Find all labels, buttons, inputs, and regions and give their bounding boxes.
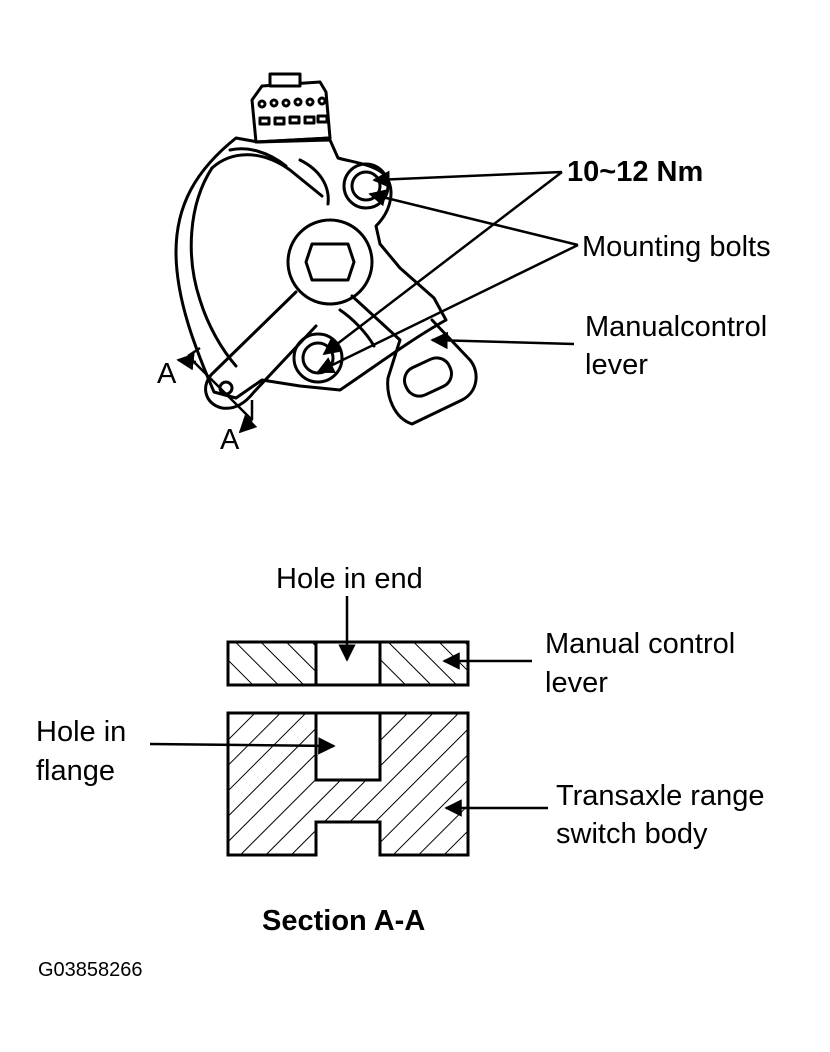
hole-in-end-label: Hole in end bbox=[276, 563, 423, 595]
hole-in-flange-label-line2: flange bbox=[36, 755, 116, 787]
manual-control-lever-label-line1: Manualcontrol bbox=[585, 311, 768, 343]
section-mark-a-lower: A bbox=[220, 424, 240, 456]
range-switch-drawing bbox=[174, 72, 478, 426]
section-cut-line bbox=[176, 346, 258, 434]
section-aa-drawing bbox=[226, 640, 470, 857]
manual-control-lever-section-label-line2: lever bbox=[545, 667, 608, 699]
figure-id: G03858266 bbox=[38, 959, 143, 981]
torque-label: 10~12 Nm bbox=[567, 156, 704, 188]
switch-body-label-line1: Transaxle range bbox=[556, 780, 765, 812]
manual-control-lever-label-line2: lever bbox=[585, 349, 648, 381]
center-shaft-hub bbox=[286, 218, 374, 306]
switch-body-section bbox=[226, 711, 470, 857]
switch-body-outline bbox=[174, 136, 448, 400]
electrical-connector bbox=[250, 72, 332, 144]
top-leader-lines bbox=[316, 170, 579, 374]
manual-control-lever bbox=[350, 294, 478, 426]
hole-in-flange-label-line1: Hole in bbox=[36, 716, 127, 748]
section-mark-a-upper: A bbox=[157, 358, 177, 390]
mounting-bolts-label: Mounting bolts bbox=[582, 231, 771, 263]
switch-body-label-line2: switch body bbox=[556, 818, 708, 850]
section-title: Section A-A bbox=[262, 905, 426, 937]
manual-control-lever-section-label-line1: Manual control bbox=[545, 628, 736, 660]
section-leader-lines bbox=[149, 596, 548, 817]
